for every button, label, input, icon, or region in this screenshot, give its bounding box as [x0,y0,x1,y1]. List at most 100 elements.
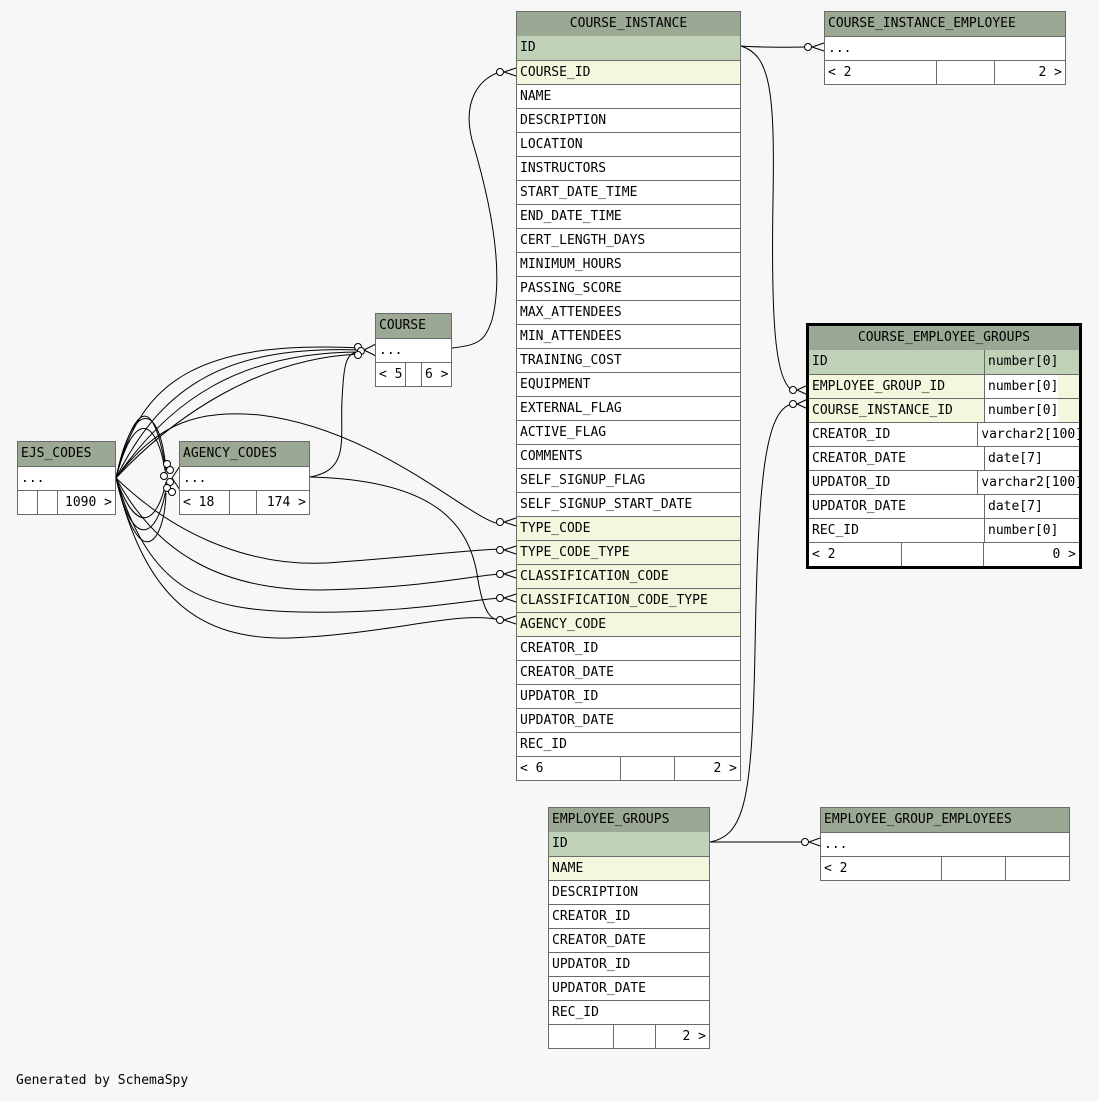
column-row[interactable]: EXTERNAL_FLAG [517,396,740,420]
footer-rows [230,491,257,514]
crowsfoot-markers [160,42,825,847]
table-header[interactable]: EMPLOYEE_GROUP_EMPLOYEES [821,808,1069,832]
column-row[interactable]: UPDATOR_DATE [549,976,709,1000]
column-row[interactable]: CREATOR_DATE [517,660,740,684]
column-name: ID [809,350,985,374]
generated-by-label: Generated by SchemaSpy [16,1073,189,1088]
footer-rows [38,491,58,514]
column-row[interactable]: AGENCY_CODE [517,612,740,636]
table-ejs-codes[interactable]: EJS_CODES ... 1090 > [17,441,116,515]
footer-rows [614,1025,656,1048]
column-type: date[7] [988,451,1043,466]
column-row[interactable]: CREATOR_ID [549,904,709,928]
table-footer: < 2 2 > [825,60,1065,84]
table-header[interactable]: COURSE [376,314,451,338]
footer-children: 2 > [713,761,737,776]
table-header[interactable]: EJS_CODES [18,442,115,466]
table-agency-codes[interactable]: AGENCY_CODES ... < 18 174 > [179,441,310,515]
rel-employee-groups-to-ceg [709,403,793,843]
column-row[interactable]: CERT_LENGTH_DAYS [517,228,740,252]
table-header[interactable]: COURSE_INSTANCE [517,12,740,36]
column-row[interactable]: TYPE_CODE [517,516,740,540]
column-row[interactable]: INSTRUCTORS [517,156,740,180]
footer-rows [942,857,1006,880]
column-name: COURSE_INSTANCE_ID [809,399,985,422]
column-row[interactable]: REC_ID [549,1000,709,1024]
table-footer: < 5 6 > [376,362,451,386]
table-footer: < 2 [821,856,1069,880]
column-row[interactable]: CLASSIFICATION_CODE_TYPE [517,588,740,612]
column-row[interactable]: EQUIPMENT [517,372,740,396]
column-type: number[0] [985,399,1059,422]
footer-rows [902,543,984,566]
column-row[interactable]: SELF_SIGNUP_START_DATE [517,492,740,516]
table-employee-group-employees[interactable]: EMPLOYEE_GROUP_EMPLOYEES ... < 2 [820,807,1070,881]
column-row[interactable]: NAME [549,856,709,880]
column-row[interactable]: TYPE_CODE_TYPE [517,540,740,564]
column-row[interactable]: COURSE_ID [517,60,740,84]
table-course-instance-employee[interactable]: COURSE_INSTANCE_EMPLOYEE ... < 2 2 > [824,11,1066,85]
column-name: UPDATOR_DATE [809,495,985,518]
column-row[interactable]: DESCRIPTION [549,880,709,904]
column-row[interactable]: MIN_ATTENDEES [517,324,740,348]
column-row[interactable]: UPDATOR_DATE [517,708,740,732]
footer-children: 1090 > [65,495,112,510]
rel-ejs-to-classification-code [115,477,501,591]
column-row[interactable]: LOCATION [517,132,740,156]
column-name: CREATOR_ID [809,423,979,446]
table-header[interactable]: AGENCY_CODES [180,442,309,466]
rel-ejs-to-course-2 [115,349,361,479]
column-row[interactable]: SELF_SIGNUP_FLAG [517,468,740,492]
column-row[interactable]: UPDATOR_ID [549,952,709,976]
column-row[interactable]: MAX_ATTENDEES [517,300,740,324]
column-row[interactable]: REC_ID [517,732,740,756]
rel-agency-to-course [309,351,361,478]
table-footer: < 6 2 > [517,756,740,780]
column-row[interactable]: UPDATOR_ID [517,684,740,708]
column-type: date[7] [988,499,1043,514]
column-name: UPDATOR_ID [809,471,979,494]
rel-ejs-to-type-code [115,413,501,525]
column-row[interactable]: END_DATE_TIME [517,204,740,228]
rel-ejs-to-classification-code-type [115,477,501,613]
column-row[interactable]: CREATOR_ID [517,636,740,660]
column-row[interactable]: NAME [517,84,740,108]
footer-parents: < 2 [825,61,937,84]
column-row[interactable]: MINIMUM_HOURS [517,252,740,276]
column-row[interactable]: COMMENTS [517,444,740,468]
column-row[interactable]: DESCRIPTION [517,108,740,132]
column-row[interactable]: ID [517,36,740,60]
table-course[interactable]: COURSE ... < 5 6 > [375,313,452,387]
column-row[interactable]: TRAINING_COST [517,348,740,372]
footer-children: 2 > [1038,65,1062,80]
footer-children: 2 > [682,1029,706,1044]
column-row[interactable]: CLASSIFICATION_CODE [517,564,740,588]
footer-children: 174 > [266,495,306,510]
table-header[interactable]: COURSE_INSTANCE_EMPLOYEE [825,12,1065,36]
column-row[interactable]: START_DATE_TIME [517,180,740,204]
column-name: REC_ID [809,519,985,542]
footer-children [1006,857,1069,880]
column-row[interactable]: ACTIVE_FLAG [517,420,740,444]
column-row[interactable]: ID [549,832,709,856]
table-header[interactable]: COURSE_EMPLOYEE_GROUPS [809,326,1079,350]
table-footer: < 2 0 > [809,542,1079,566]
column-name: CREATOR_DATE [809,447,985,470]
column-row[interactable]: CREATOR_DATE [549,928,709,952]
column-row[interactable]: PASSING_SCORE [517,276,740,300]
rel-ejs-to-agency-4 [115,477,167,518]
table-header[interactable]: EMPLOYEE_GROUPS [549,808,709,832]
rel-course-instance-to-ceg [740,45,793,391]
